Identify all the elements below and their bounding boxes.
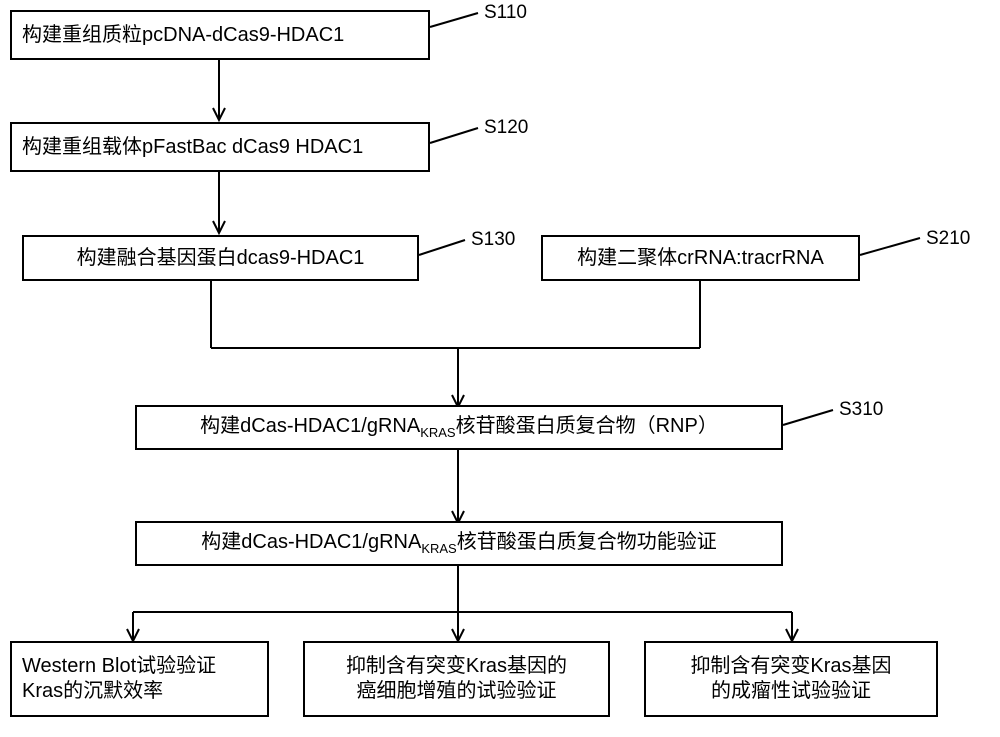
arrowhead-s120-s130 [212, 220, 226, 236]
leader-s210 [859, 237, 921, 256]
node-s320-label-sub: KRAS [421, 540, 457, 556]
leader-s110 [429, 12, 479, 28]
node-s110-label: 构建重组质粒pcDNA-dCas9-HDAC1 [22, 23, 345, 46]
step-tag-s110: S110 [484, 2, 527, 23]
arrowhead-r1 [126, 628, 140, 644]
leader-s130 [418, 239, 466, 256]
node-result-tumorigenicity-label: 抑制含有突变Kras基因 的成瘤性试验验证 [690, 655, 892, 702]
node-s310[interactable]: 构建dCas-HDAC1/gRNAKRAS核苷酸蛋白质复合物（RNP） [135, 405, 783, 450]
node-result-tumorigenicity[interactable]: 抑制含有突变Kras基因 的成瘤性试验验证 [644, 641, 938, 717]
node-s310-label-pre: 构建dCas-HDAC1/gRNA [200, 414, 421, 437]
node-s210-label: 构建二聚体crRNA:tracrRNA [577, 246, 824, 269]
node-result-western-blot[interactable]: Western Blot试验验证 Kras的沉默效率 [10, 641, 269, 717]
step-tag-s310: S310 [839, 399, 884, 420]
arrowhead-r3 [785, 628, 799, 644]
node-s320-label-post: 核苷酸蛋白质复合物功能验证 [456, 530, 717, 553]
node-s110[interactable]: 构建重组质粒pcDNA-dCas9-HDAC1 [10, 10, 430, 60]
node-s310-label-sub: KRAS [420, 424, 456, 440]
node-s120[interactable]: 构建重组载体pFastBac dCas9 HDAC1 [10, 122, 430, 172]
node-result-western-blot-label: Western Blot试验验证 Kras的沉默效率 [22, 655, 217, 702]
step-tag-s120: S120 [484, 117, 529, 138]
node-s210[interactable]: 构建二聚体crRNA:tracrRNA [541, 235, 860, 281]
arrowhead-r2 [451, 628, 465, 644]
leader-s310 [782, 409, 834, 426]
node-s320-label-pre: 构建dCas-HDAC1/gRNA [201, 530, 422, 553]
node-result-proliferation-label: 抑制含有突变Kras基因的 癌细胞增殖的试验验证 [345, 655, 568, 702]
node-s310-label: 构建dCas-HDAC1/gRNAKRAS核苷酸蛋白质复合物（RNP） [200, 414, 718, 441]
node-s130-label: 构建融合基因蛋白dcas9-HDAC1 [76, 246, 365, 269]
leader-s120 [429, 127, 479, 144]
step-tag-s130: S130 [471, 229, 516, 250]
node-s320-label: 构建dCas-HDAC1/gRNAKRAS核苷酸蛋白质复合物功能验证 [201, 530, 716, 557]
step-tag-s210: S210 [926, 228, 971, 249]
node-result-proliferation[interactable]: 抑制含有突变Kras基因的 癌细胞增殖的试验验证 [303, 641, 610, 717]
node-s120-label: 构建重组载体pFastBac dCas9 HDAC1 [22, 135, 364, 158]
arrowhead-s110-s120 [212, 107, 226, 123]
node-s320[interactable]: 构建dCas-HDAC1/gRNAKRAS核苷酸蛋白质复合物功能验证 [135, 521, 783, 566]
node-s130[interactable]: 构建融合基因蛋白dcas9-HDAC1 [22, 235, 419, 281]
node-s310-label-post: 核苷酸蛋白质复合物（RNP） [455, 414, 718, 437]
